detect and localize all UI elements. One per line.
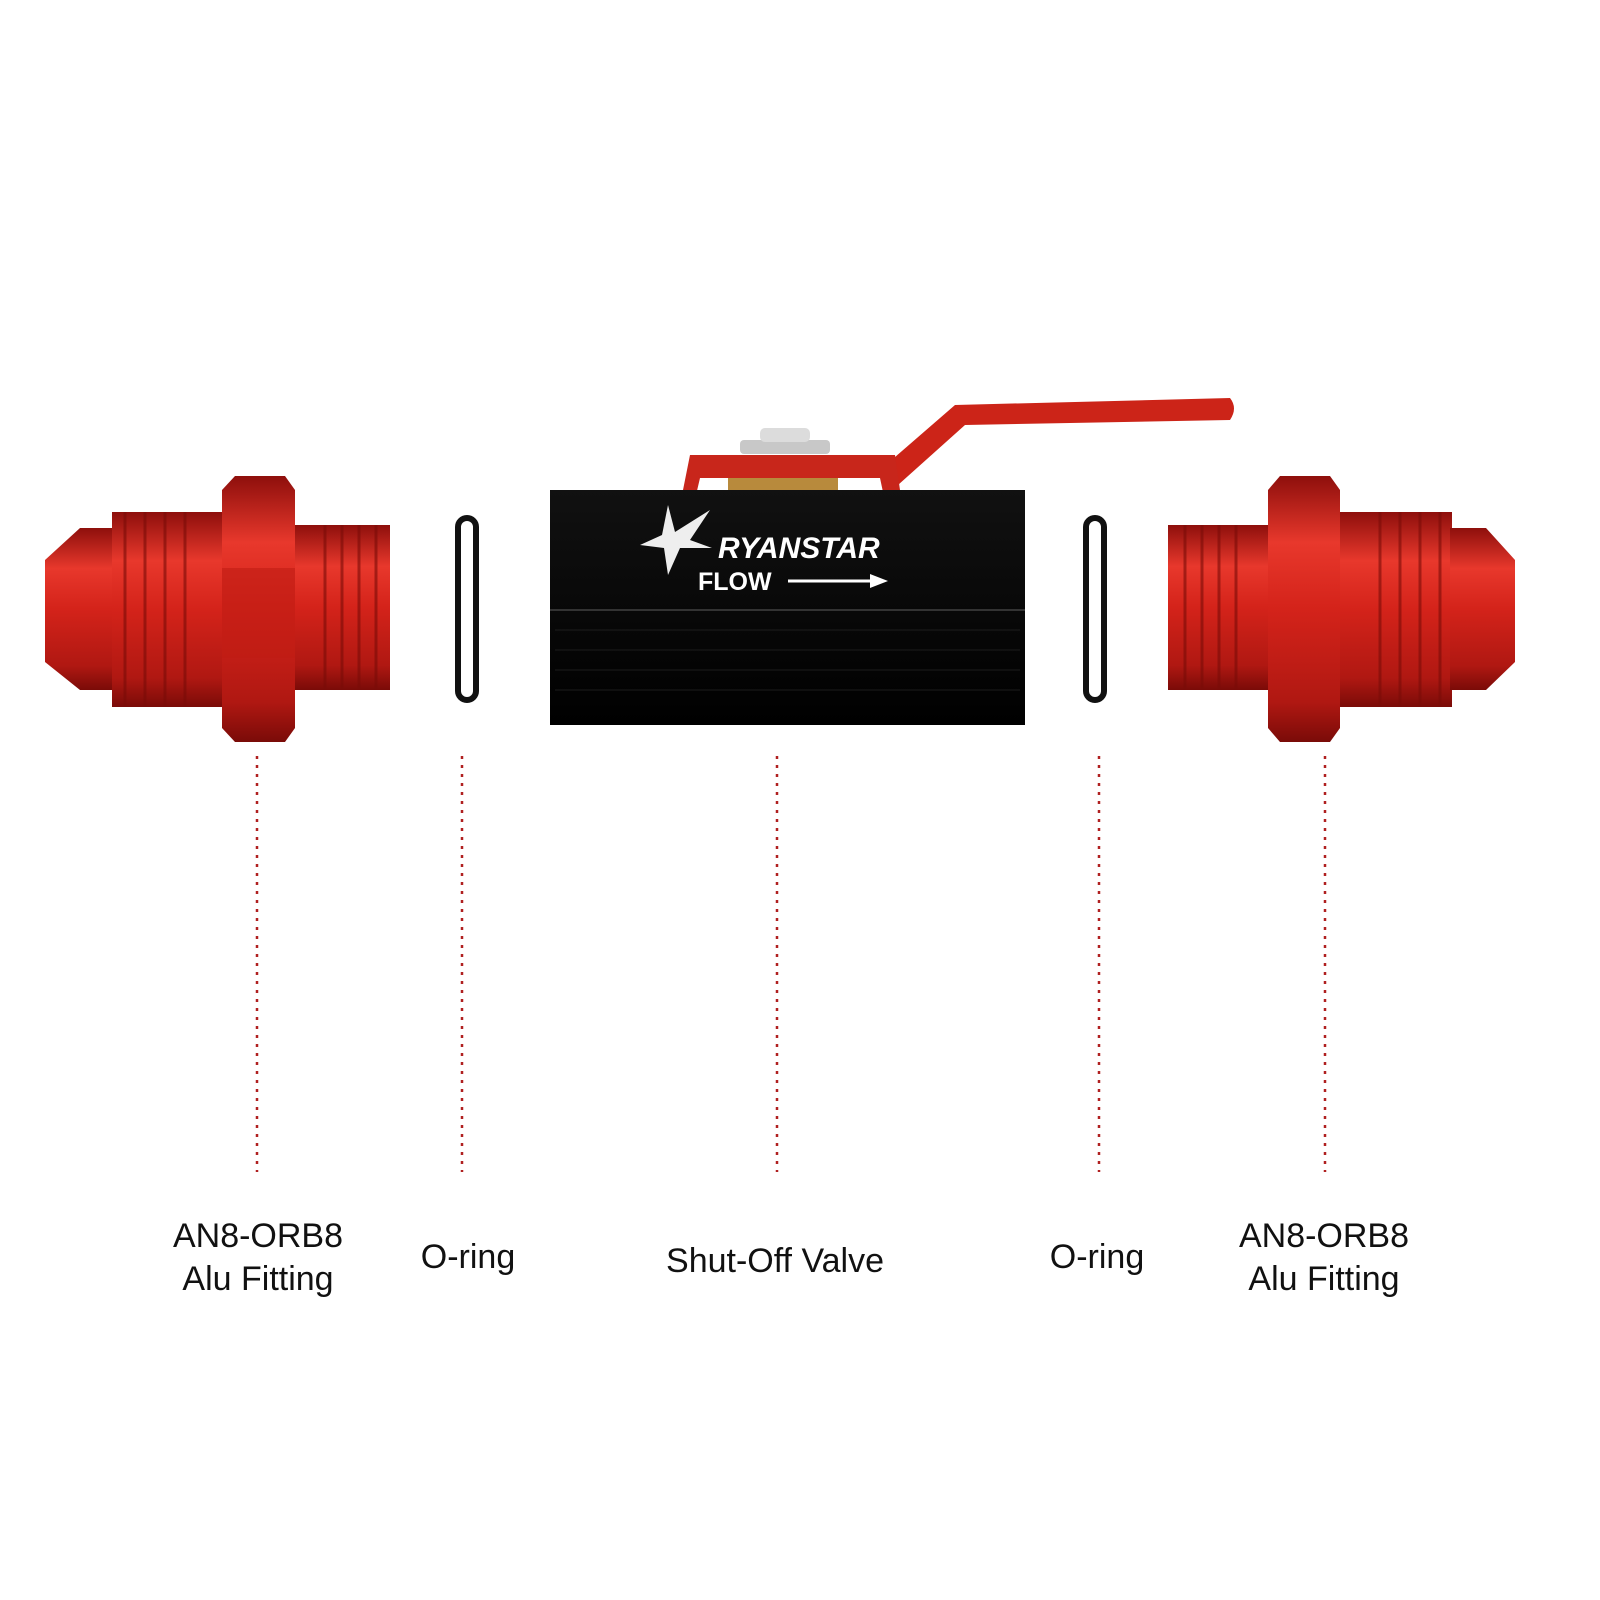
shut-off-valve: RYANSTAR FLOW [550, 398, 1234, 725]
brand-logo: RYANSTAR [718, 532, 880, 565]
label-line: Alu Fitting [1248, 1260, 1400, 1298]
label-line: Alu Fitting [182, 1260, 334, 1298]
left-fitting [45, 476, 390, 742]
right-fitting [1168, 476, 1515, 742]
flow-label: FLOW [698, 568, 772, 596]
label-valve: Shut-Off Valve [666, 1242, 884, 1280]
flow-arrow-icon [788, 574, 888, 588]
label-left-oring: O-ring [420, 1238, 516, 1276]
left-oring [455, 515, 479, 703]
valve-lever [880, 398, 1234, 485]
right-oring [1083, 515, 1107, 703]
label-right-oring: O-ring [1049, 1238, 1145, 1276]
star-logo-icon [640, 505, 712, 575]
label-line: AN8-ORB8 [172, 1217, 344, 1255]
label-left-fitting: AN8-ORB8 Alu Fitting [173, 1215, 343, 1301]
label-line: AN8-ORB8 [1238, 1217, 1410, 1255]
label-right-fitting: AN8-ORB8 Alu Fitting [1239, 1215, 1409, 1301]
